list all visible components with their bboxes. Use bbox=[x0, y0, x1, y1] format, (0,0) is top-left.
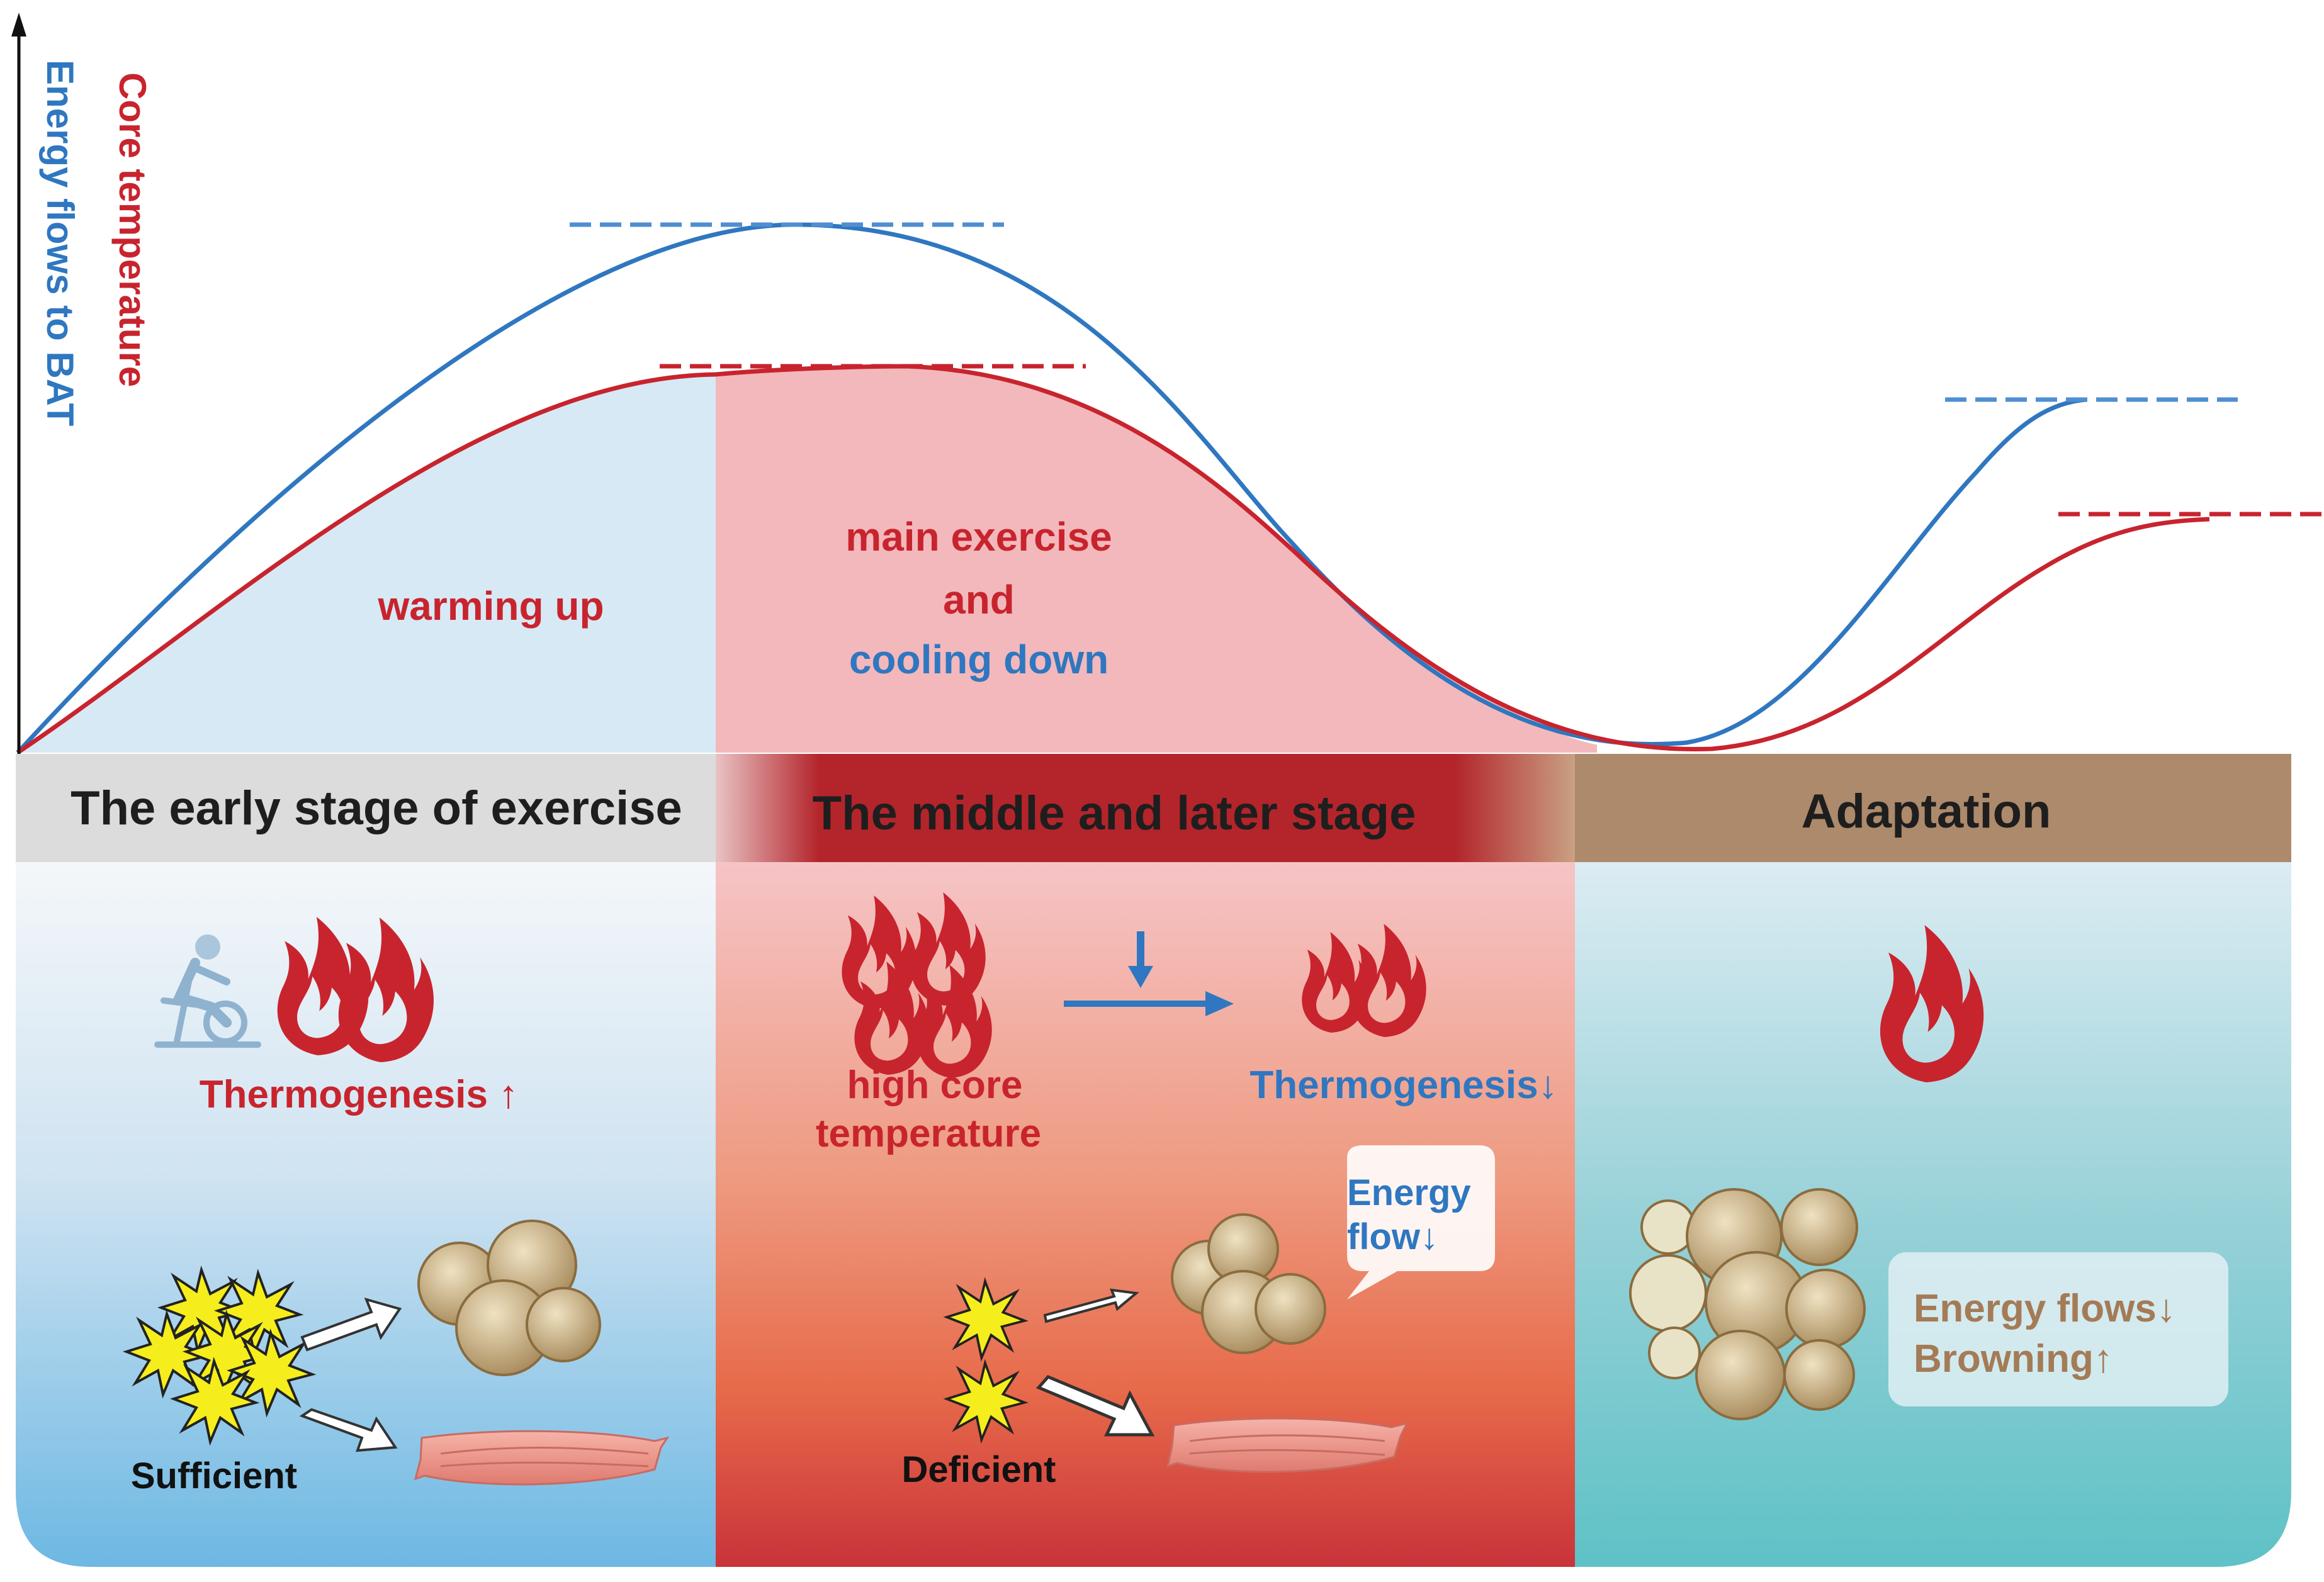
core-temperature-curve bbox=[16, 364, 2210, 755]
arrow-to-fat-icon bbox=[300, 1297, 402, 1352]
energy-flow-curve bbox=[16, 222, 2087, 755]
panel-early-background bbox=[16, 862, 716, 1567]
browning-fat-cells-icon bbox=[1629, 1188, 1866, 1420]
high-core-label: high core bbox=[847, 1063, 1022, 1107]
arrow-to-muscle-icon bbox=[299, 1408, 398, 1452]
main-exercise-label: main exercise bbox=[845, 514, 1112, 559]
warming-up-label: warming up bbox=[377, 583, 604, 629]
y-axis-arrowhead bbox=[11, 13, 26, 36]
down-arrow-head bbox=[1128, 966, 1153, 988]
and-label: and bbox=[943, 577, 1015, 622]
stage-adaptation-label: Adaptation bbox=[1802, 785, 2051, 838]
early-thermogenesis-label: Thermogenesis ↑ bbox=[200, 1073, 518, 1116]
thick-arrow-to-muscle-icon bbox=[1035, 1375, 1155, 1437]
sufficient-label: Sufficient bbox=[131, 1456, 297, 1496]
curve-area: Core temperature Energy flows to BAT war… bbox=[11, 13, 2321, 755]
temperature-label: temperature bbox=[816, 1112, 1041, 1155]
stage-middle-bg bbox=[716, 754, 1575, 862]
deficient-label: Deficient bbox=[902, 1449, 1056, 1490]
cooling-down-label: cooling down bbox=[849, 637, 1108, 682]
axis-label-core-temperature: Core temperature bbox=[111, 72, 154, 387]
adaptation-text-box: Energy flows↓ Browning↑ bbox=[1888, 1252, 2228, 1406]
stage-band: The early stage of exercise The middle a… bbox=[16, 754, 2291, 862]
energy-flow-label: Energy bbox=[1347, 1172, 1471, 1213]
muscle-icon bbox=[1166, 1417, 1409, 1473]
stage-early-bg bbox=[16, 754, 716, 862]
stage-early-label: The early stage of exercise bbox=[71, 782, 682, 835]
exercise-bike-icon bbox=[154, 934, 261, 1048]
thin-arrow-to-fat-icon bbox=[1043, 1288, 1139, 1323]
adaptation-panel-content: Energy flows↓ Browning↑ bbox=[1629, 925, 2228, 1420]
stage-adaptation-bg bbox=[1575, 754, 2291, 862]
muscle-icon bbox=[414, 1430, 670, 1486]
browning-up-label: Browning↑ bbox=[1914, 1337, 2113, 1381]
axis-label-energy-flows: Energy flows to BAT bbox=[39, 60, 81, 426]
stage-middle-label: The middle and later stage bbox=[813, 787, 1416, 840]
main-exercise-shaded-area bbox=[716, 366, 1597, 753]
energy-flows-down-label: Energy flows↓ bbox=[1914, 1287, 2176, 1330]
energy-flow-bubble: Energy flow↓ bbox=[1347, 1145, 1495, 1299]
warmup-shaded-area bbox=[18, 374, 716, 753]
brown-fat-cells-icon bbox=[417, 1220, 601, 1376]
brown-fat-cells-icon bbox=[1171, 1213, 1326, 1354]
flow-down-label: flow↓ bbox=[1347, 1216, 1438, 1257]
middle-panel-content: high core temperature Thermogenesis↓ Ene… bbox=[816, 892, 1558, 1490]
right-arrow-head bbox=[1205, 991, 1234, 1016]
middle-thermogenesis-label: Thermogenesis↓ bbox=[1249, 1063, 1557, 1107]
early-panel-content: Thermogenesis ↑ Sufficient bbox=[125, 917, 670, 1496]
